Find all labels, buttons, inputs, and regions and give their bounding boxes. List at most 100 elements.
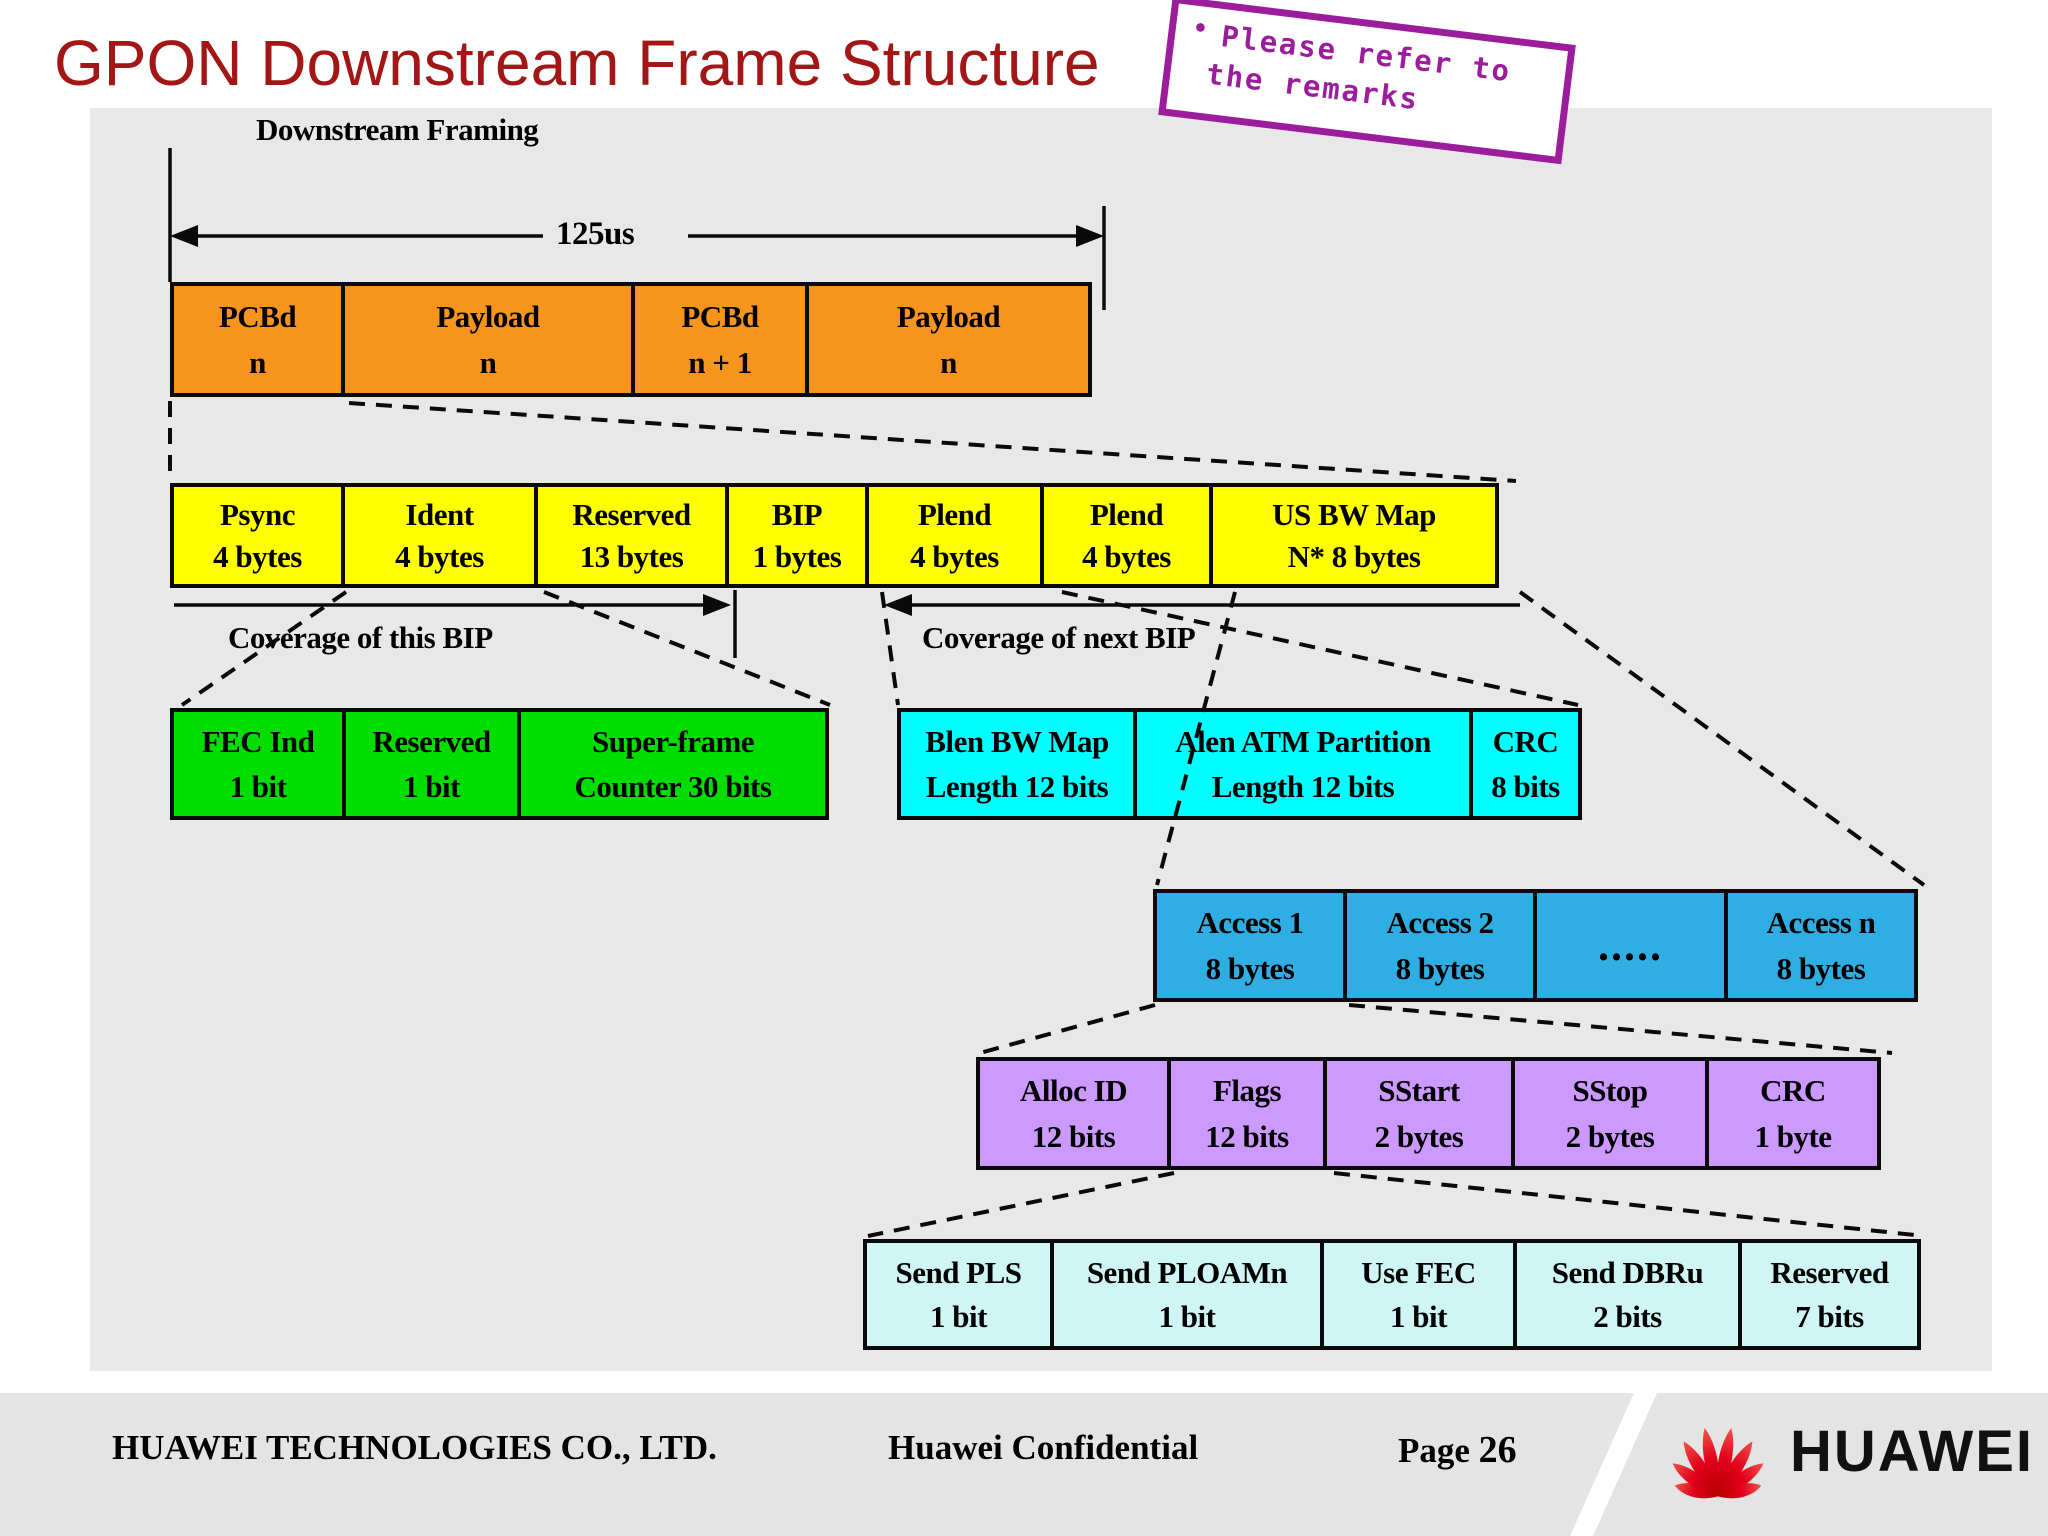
cell-name: SStop [1572,1073,1648,1109]
cell-name: Reserved [372,724,491,759]
cell-name: Payload [436,299,540,334]
cell-name: Psync [220,496,296,532]
cell-size: 1 byte [1754,1118,1832,1154]
cell-name: PCBd [218,299,297,334]
cell-name: Flags [1212,1073,1282,1109]
cell-size: 1 bit [403,769,460,804]
cell-size: n [940,345,957,380]
cell-size: 12 bits [1031,1118,1116,1154]
cell-name: Send PLS [895,1254,1022,1290]
cell-size: 8 bytes [1395,950,1485,986]
row-downstream-frame: PCBd n Payload n PCBd n + 1 Payload n [170,282,1092,397]
cell-size: 4 bytes [910,539,999,575]
cell-sstart: SStart 2 bytes [1323,1057,1515,1170]
remark-bullet: • [1191,6,1210,48]
cell-pcbd-n: PCBd n [170,282,345,397]
row-access-fields: Alloc ID 12 bits Flags 12 bits SStart 2 … [976,1057,1881,1170]
cell-name: Blen BW Map [925,724,1109,759]
footer-confidential: Huawei Confidential [888,1428,1199,1467]
row-plend-fields: Blen BW Map Length 12 bits Alen ATM Part… [897,708,1582,820]
footer-page-label: Page [1398,1431,1470,1470]
cell-size: 8 bytes [1776,950,1866,986]
cell-ident: Ident 4 bytes [341,483,538,588]
cell-size: 1 bit [229,769,287,804]
cell-superframe-counter: Super-frame Counter 30 bits [517,708,829,820]
coverage-next-bip-label: Coverage of next BIP [922,620,1196,655]
cell-access-2: Access 2 8 bytes [1343,889,1537,1002]
cell-name: PCBd [681,299,759,334]
cell-name: BIP [771,496,823,532]
cell-size: 2 bits [1593,1299,1662,1335]
cell-reserved13: Reserved 13 bytes [534,483,729,588]
huawei-wordmark: HUAWEI [1790,1418,2034,1484]
cell-name: Access n [1766,905,1876,941]
cell-name: Alloc ID [1019,1073,1128,1109]
page-title: GPON Downstream Frame Structure [54,27,1100,99]
cell-blen: Blen BW Map Length 12 bits [897,708,1137,820]
cell-name: Reserved [1770,1254,1889,1290]
cell-size: 12 bits [1205,1118,1289,1154]
cell-send-ploamn: Send PLOAMn 1 bit [1050,1239,1324,1350]
cell-name: Reserved [572,496,691,532]
cell-name: Send DBRu [1551,1254,1704,1290]
cell-name: Send PLOAMn [1086,1254,1288,1290]
cell-name: CRC [1492,724,1559,759]
cell-size: 1 bit [930,1299,987,1335]
row-bwmap-entries: Access 1 8 bytes Access 2 8 bytes ..... … [1153,889,1918,1002]
cell-size: Length 12 bits [1211,769,1395,804]
cell-send-pls: Send PLS 1 bit [863,1239,1054,1350]
cell-size: n [249,345,266,380]
coverage-this-bip-label: Coverage of this BIP [228,620,493,655]
cell-psync: Psync 4 bytes [170,483,345,588]
cell-size: 2 bytes [1565,1118,1655,1154]
row-pcbd-fields: Psync 4 bytes Ident 4 bytes Reserved 13 … [170,483,1499,588]
cell-alen: Alen ATM Partition Length 12 bits [1133,708,1473,820]
cell-size: 8 bytes [1205,950,1295,986]
cell-us-bw-map: US BW Map N* 8 bytes [1209,483,1499,588]
cell-name: Payload [896,299,1001,334]
huawei-logo: HUAWEI [1660,1396,2034,1506]
cell-size: 13 bytes [579,539,684,575]
cell-name: Alen ATM Partition [1175,724,1431,759]
row-flags-fields: Send PLS 1 bit Send PLOAMn 1 bit Use FEC… [863,1239,1921,1350]
cell-size: 1 bit [1158,1299,1216,1335]
cell-name: US BW Map [1272,496,1436,532]
cell-name: Super-frame [591,724,755,759]
cell-reserved1: Reserved 1 bit [342,708,521,820]
footer-company: HUAWEI TECHNOLOGIES CO., LTD. [112,1428,717,1467]
cell-size: n [479,345,497,380]
duration-label: 125us [556,216,635,252]
cell-fec-ind: FEC Ind 1 bit [170,708,346,820]
cell-sstop: SStop 2 bytes [1511,1057,1709,1170]
cell-size: 4 bytes [395,539,484,575]
cell-payload-n2: Payload n [805,282,1092,397]
cell-pcbd-n1: PCBd n + 1 [631,282,809,397]
cell-crc1: CRC 1 byte [1705,1057,1881,1170]
cell-alloc-id: Alloc ID 12 bits [976,1057,1171,1170]
cell-name: Ident [405,496,474,532]
logo-petals [1672,1428,1764,1499]
cell-flags: Flags 12 bits [1167,1057,1327,1170]
cell-use-fec: Use FEC 1 bit [1320,1239,1517,1350]
cell-access-1: Access 1 8 bytes [1153,889,1347,1002]
cell-crc8: CRC 8 bits [1469,708,1582,820]
cell-bip: BIP 1 bytes [725,483,869,588]
cell-name: Access 2 [1386,905,1494,941]
cell-name: CRC [1760,1073,1826,1109]
cell-reserved7: Reserved 7 bits [1738,1239,1921,1350]
cell-plend-1: Plend 4 bytes [865,483,1044,588]
cell-name: Use FEC [1361,1254,1476,1290]
cell-size: 4 bytes [1082,539,1171,575]
cell-size: n + 1 [688,345,752,380]
cell-name: ..... [1598,920,1663,970]
cell-size: 4 bytes [213,539,302,575]
cell-name: Plend [1089,496,1164,532]
cell-size: 8 bits [1491,769,1560,804]
cell-payload-n: Payload n [341,282,635,397]
cell-name: FEC Ind [201,724,315,759]
cell-name: SStart [1378,1073,1460,1109]
cell-size: Length 12 bits [925,769,1109,804]
cell-size: N* 8 bytes [1287,539,1421,575]
huawei-logo-icon [1672,1428,1764,1499]
row-ident-fields: FEC Ind 1 bit Reserved 1 bit Super-frame… [170,708,829,820]
